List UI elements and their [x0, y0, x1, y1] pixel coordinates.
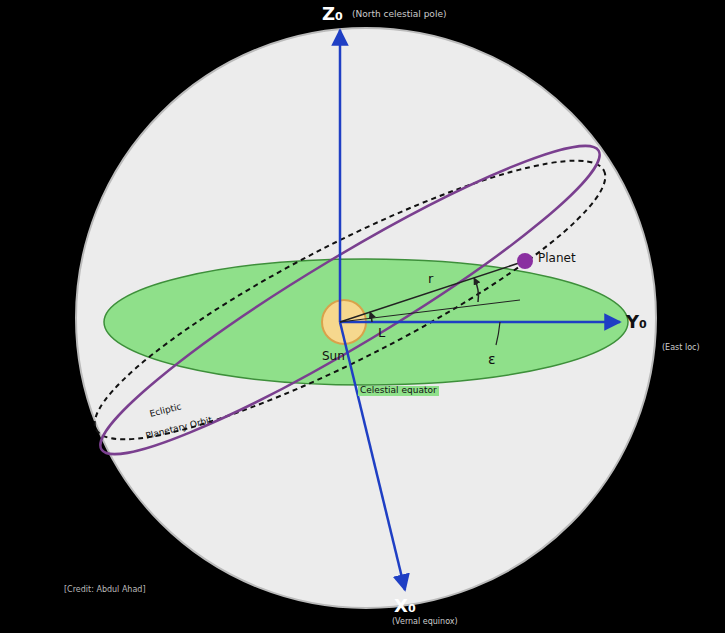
body-label: Planet	[538, 252, 576, 265]
ecliptic-ellipse	[70, 119, 631, 481]
celestial-sphere	[76, 28, 656, 608]
planet-dot	[517, 253, 533, 269]
axis-label: Z₀	[322, 4, 343, 24]
equator-plane	[104, 259, 628, 385]
longitude-arc	[370, 312, 372, 322]
axis-label: Y₀	[626, 312, 647, 332]
credit-note: [Credit: Abdul Ahad]	[64, 586, 146, 595]
z-axis	[339, 30, 342, 322]
symbol-label: L	[378, 326, 385, 340]
plane-label: Celestial equator	[358, 386, 439, 396]
obliquity-arc	[496, 322, 500, 345]
symbol-label: r	[428, 272, 433, 286]
axis-label: X₀	[394, 596, 416, 616]
y-axis	[340, 321, 620, 324]
x-axis	[340, 322, 405, 590]
axis-note: (East loc)	[662, 344, 700, 353]
latitude-arc	[474, 278, 478, 302]
symbol-label: ε	[488, 352, 496, 367]
body-label: Sun	[322, 350, 345, 363]
projection-line	[340, 300, 520, 322]
axis-note: (North celestial pole)	[352, 10, 446, 20]
radius-line	[340, 262, 522, 322]
planetary-orbit	[79, 113, 621, 487]
axis-note: (Vernal equinox)	[392, 618, 458, 627]
